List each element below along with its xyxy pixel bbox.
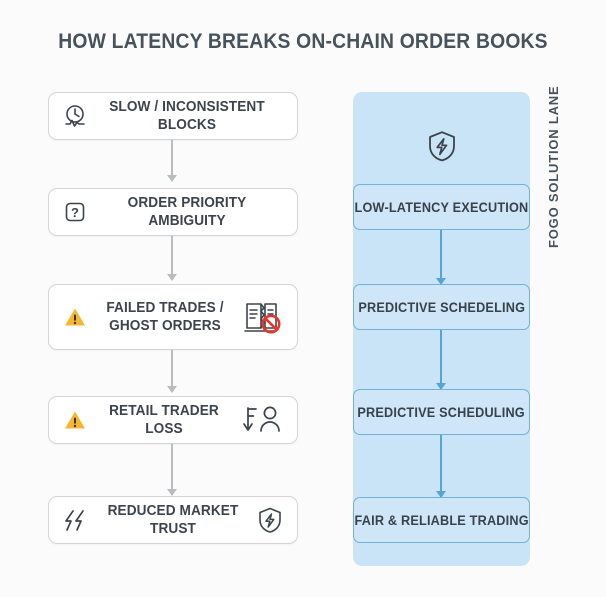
problem-step-5[interactable]: REDUCED MARKET TRUST bbox=[48, 496, 298, 544]
connector-3-4 bbox=[167, 350, 177, 393]
problem-step-1-label: SLOW / INCONSISTENT BLOCKS bbox=[109, 98, 265, 133]
connector-2-3 bbox=[167, 236, 177, 281]
broken-bolt-icon bbox=[61, 506, 91, 534]
svg-text:?: ? bbox=[71, 205, 79, 220]
solution-step-4[interactable]: FAIR & RELIABLE TRADING bbox=[353, 497, 530, 543]
solution-step-4-label: FAIR & RELIABLE TRADING bbox=[354, 512, 529, 528]
problem-step-2-label: ORDER PRIORITY AMBIGUITY bbox=[127, 194, 247, 229]
problem-step-3-label: FAILED TRADES / GHOST ORDERS bbox=[106, 299, 224, 334]
solution-connector-3-4 bbox=[436, 435, 446, 498]
warning-triangle-icon bbox=[61, 406, 89, 434]
problem-step-4[interactable]: RETAIL TRADER LOSS bbox=[48, 396, 298, 444]
solution-step-2[interactable]: PREDICTIVE SCHEDELING bbox=[353, 284, 530, 330]
solution-connector-2-3 bbox=[436, 330, 446, 390]
torn-document-prohibited-icon bbox=[241, 297, 285, 337]
problem-step-3[interactable]: FAILED TRADES / GHOST ORDERS bbox=[48, 284, 298, 350]
problem-step-5-label: REDUCED MARKET TRUST bbox=[107, 502, 239, 537]
solution-lane-header-icon-wrap bbox=[353, 128, 530, 169]
solution-step-2-label: PREDICTIVE SCHEDELING bbox=[358, 299, 525, 315]
problem-step-4-label: RETAIL TRADER LOSS bbox=[109, 402, 219, 437]
page-title: HOW LATENCY BREAKS ON-CHAIN ORDER BOOKS bbox=[58, 30, 548, 53]
connector-4-5 bbox=[167, 444, 177, 496]
problem-step-1[interactable]: SLOW / INCONSISTENT BLOCKS bbox=[48, 92, 298, 140]
solution-step-3[interactable]: PREDICTIVE SCHEDULING bbox=[353, 389, 530, 435]
problem-step-2[interactable]: ? ORDER PRIORITY AMBIGUITY bbox=[48, 188, 298, 236]
connector-1-2 bbox=[167, 140, 177, 182]
solution-step-1-label: LOW-LATENCY EXECUTION bbox=[354, 199, 529, 215]
declining-trader-icon bbox=[239, 403, 285, 437]
warning-triangle-icon bbox=[61, 303, 89, 331]
question-box-icon: ? bbox=[61, 198, 89, 226]
solution-lane-label: FOGO SOLUTION LANE bbox=[546, 85, 561, 248]
shield-bolt-icon bbox=[255, 505, 285, 535]
solution-step-1[interactable]: LOW-LATENCY EXECUTION bbox=[353, 184, 530, 230]
solution-step-3-label: PREDICTIVE SCHEDULING bbox=[357, 404, 526, 420]
solution-connector-1-2 bbox=[436, 230, 446, 285]
shield-bolt-icon bbox=[424, 128, 460, 169]
clock-pulse-icon bbox=[61, 102, 89, 130]
